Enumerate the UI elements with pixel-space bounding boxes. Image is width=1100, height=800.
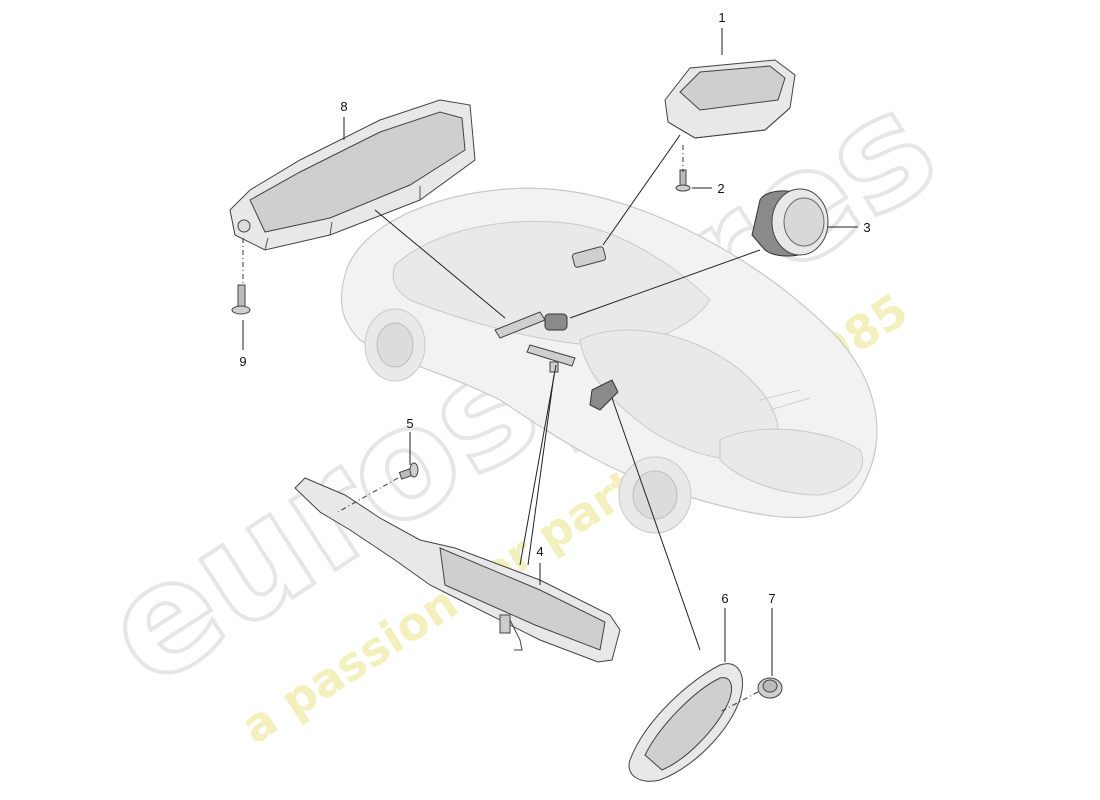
part-9-bolt	[231, 284, 251, 315]
callout-1: 1	[718, 10, 725, 25]
part-4-side-airbag	[294, 477, 621, 663]
callout-3: 3	[863, 220, 870, 235]
part-1-airbag-module	[664, 59, 796, 139]
callout-7: 7	[768, 591, 775, 606]
part-7-cap	[757, 677, 783, 699]
callout-9: 9	[239, 354, 246, 369]
car-silhouette	[340, 187, 878, 534]
callout-2: 2	[717, 181, 724, 196]
callout-6: 6	[721, 591, 728, 606]
callout-labels: 1 2 3 4 5 6 7 8 9	[239, 10, 870, 606]
car-airbag-locations	[494, 246, 619, 411]
callout-5: 5	[406, 416, 413, 431]
part-8-curtain-airbag	[229, 99, 476, 251]
callout-4: 4	[536, 544, 543, 559]
part-3-round-airbag	[751, 188, 829, 257]
leader-lines	[242, 28, 858, 713]
part-5-bolt	[398, 462, 419, 480]
part-6-seat-airbag	[628, 663, 744, 782]
part-2-bolt	[675, 169, 691, 192]
callout-8: 8	[340, 99, 347, 114]
